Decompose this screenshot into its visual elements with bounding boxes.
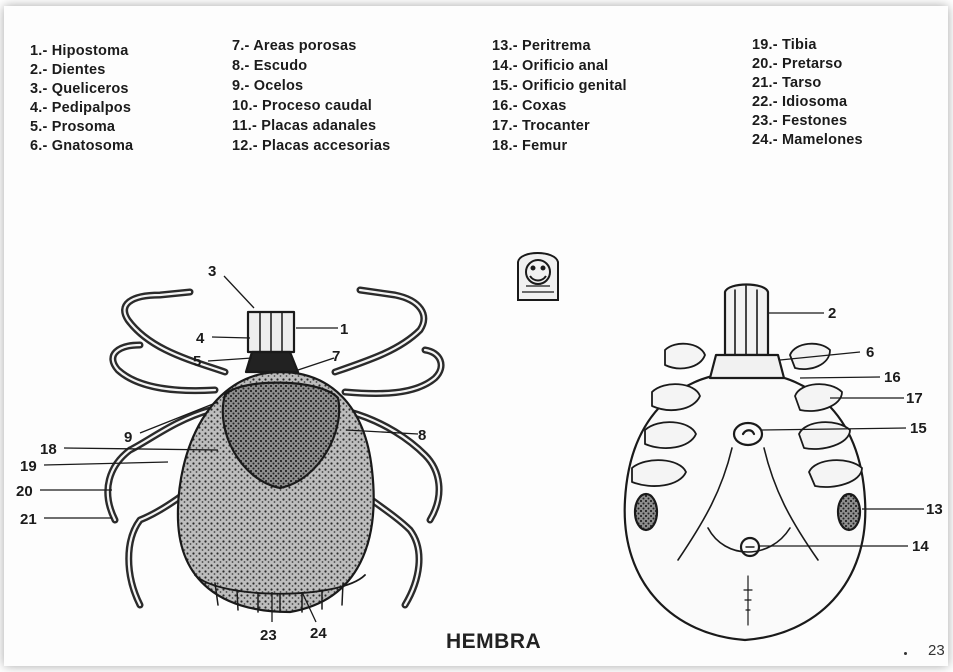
- label-3: 3: [208, 263, 216, 280]
- label-16: 16: [884, 369, 901, 386]
- label-17: 17: [906, 390, 923, 407]
- label-8: 8: [418, 427, 426, 444]
- label-24: 24: [310, 625, 327, 642]
- label-4: 4: [196, 330, 205, 347]
- label-23: 23: [260, 627, 277, 644]
- label-18: 18: [40, 441, 57, 458]
- label-13: 13: [926, 501, 943, 518]
- label-5: 5: [193, 353, 201, 370]
- label-14: 14: [912, 538, 929, 555]
- label-9: 9: [124, 429, 132, 446]
- label-19: 19: [20, 458, 37, 475]
- label-7: 7: [332, 348, 340, 365]
- page-number: 23: [928, 642, 945, 659]
- label-21: 21: [20, 511, 37, 528]
- label-2: 2: [828, 305, 836, 322]
- ventral-view: [625, 285, 866, 641]
- figure-title: HEMBRA: [446, 630, 541, 654]
- page-dot: [904, 652, 907, 655]
- label-1: 1: [340, 321, 348, 338]
- label-15: 15: [910, 420, 927, 437]
- hypostome-inset: [518, 253, 558, 300]
- label-6: 6: [866, 344, 874, 361]
- dorsal-view: [108, 290, 441, 612]
- label-20: 20: [16, 483, 33, 500]
